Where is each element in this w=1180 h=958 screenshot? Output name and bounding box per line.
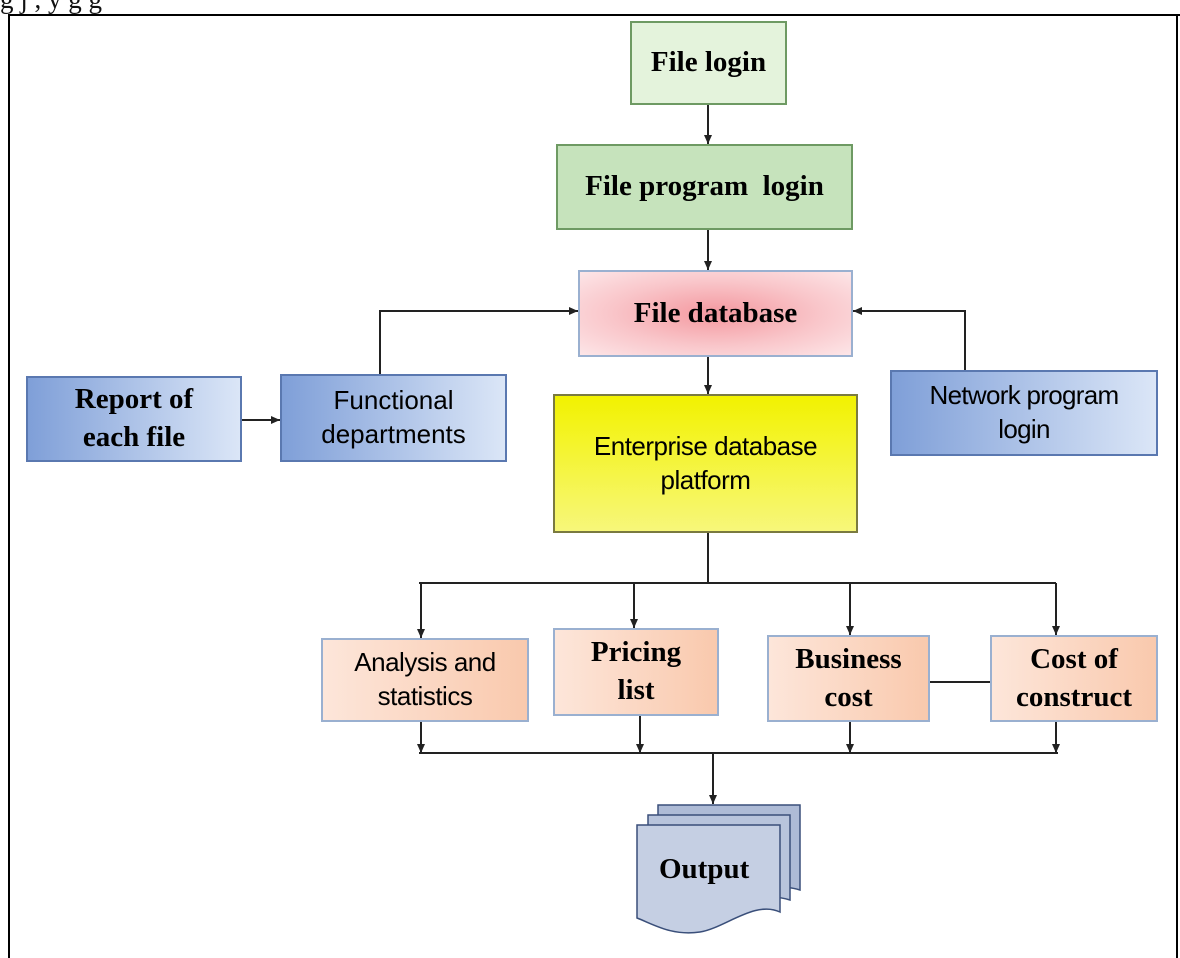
pricing-list-node: Pricing list bbox=[553, 628, 719, 716]
network-program-login-label: Network program login bbox=[929, 380, 1120, 444]
output-documents-symbol bbox=[636, 804, 801, 934]
frame-left-line bbox=[8, 14, 10, 958]
enterprise-database-platform-label: Enterprise database platform bbox=[593, 430, 818, 495]
functional-departments-label: Functional departments bbox=[321, 385, 466, 449]
frame-top-line bbox=[8, 14, 1180, 16]
analysis-and-statistics-node: Analysis and statistics bbox=[321, 638, 529, 722]
report-of-each-file-node: Report of each file bbox=[26, 376, 242, 462]
file-program-login-node: File program login bbox=[556, 144, 853, 230]
cost-of-construct-node: Cost of construct bbox=[990, 635, 1158, 722]
business-cost-label: Business cost bbox=[795, 642, 902, 713]
arrow-functional-to-database bbox=[379, 307, 578, 374]
file-database-label: File database bbox=[633, 296, 798, 329]
functional-departments-node: Functional departments bbox=[280, 374, 507, 462]
cropped-top-text: g j , y g g bbox=[0, 0, 1180, 14]
cost-of-construct-label: Cost of construct bbox=[1016, 642, 1132, 713]
file-login-label: File login bbox=[650, 46, 767, 79]
enterprise-database-platform-node: Enterprise database platform bbox=[553, 394, 858, 533]
file-database-node: File database bbox=[578, 270, 853, 357]
file-login-node: File login bbox=[630, 21, 787, 105]
network-program-login-node: Network program login bbox=[890, 370, 1158, 456]
frame-right-line bbox=[1176, 14, 1178, 958]
pricing-list-label: Pricing list bbox=[590, 636, 682, 706]
analysis-and-statistics-label: Analysis and statistics bbox=[354, 647, 496, 711]
business-cost-node: Business cost bbox=[767, 635, 930, 722]
arrow-network-to-database bbox=[853, 307, 966, 370]
report-of-each-file-label: Report of each file bbox=[74, 383, 194, 453]
output-label: Output bbox=[659, 853, 750, 885]
file-program-login-label: File program login bbox=[585, 170, 824, 203]
